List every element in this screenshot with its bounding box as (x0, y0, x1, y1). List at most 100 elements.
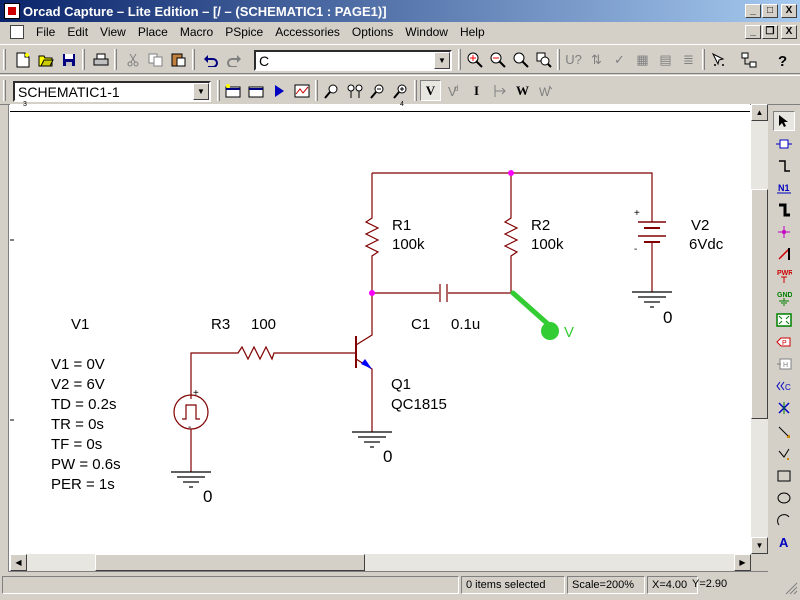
redo-icon[interactable] (223, 49, 244, 70)
schematic-canvas[interactable]: R1 100k R2 100k V2 6Vdc + - R3 100 C1 0.… (10, 112, 750, 554)
chevron-down-icon[interactable]: ▼ (193, 83, 209, 100)
v1-param[interactable]: V1 = 0V (51, 356, 105, 373)
v1-param[interactable]: V2 = 6V (51, 376, 105, 393)
place-bus-entry-icon[interactable] (773, 244, 795, 264)
netlist-icon[interactable]: ▦ (636, 52, 649, 67)
help-icon[interactable]: ? (772, 49, 793, 70)
r1-ref[interactable]: R1 (392, 217, 411, 234)
paste-icon[interactable] (168, 49, 189, 70)
v1-param[interactable]: TR = 0s (51, 416, 104, 433)
bom-icon[interactable]: ≣ (683, 52, 694, 67)
current-marker-button[interactable]: I (466, 80, 487, 101)
zoom-all-icon[interactable] (533, 49, 554, 70)
place-bus-icon[interactable] (773, 200, 795, 220)
vertical-scroll-thumb[interactable] (751, 189, 768, 419)
vertical-scrollbar[interactable]: ▲ ▼ (751, 104, 768, 554)
current-marker-icon[interactable] (367, 80, 388, 101)
place-power-icon[interactable]: PWR (773, 266, 795, 286)
menu-place[interactable]: Place (137, 25, 168, 39)
power-marker-icon[interactable] (390, 80, 411, 101)
schematic-combo-value[interactable]: SCHEMATIC1-1 (18, 83, 120, 100)
select-pointer-icon[interactable] (773, 111, 795, 131)
ground-label[interactable]: 0 (383, 447, 392, 466)
part-combo-value[interactable]: C (259, 52, 270, 69)
drc-icon[interactable]: ✓ (614, 52, 625, 67)
wire-v1-top[interactable] (190, 352, 232, 399)
place-off-page-connector-icon[interactable]: C (773, 376, 795, 396)
r1-body[interactable] (364, 212, 380, 262)
r2-value[interactable]: 100k (531, 236, 564, 253)
chevron-down-icon[interactable]: ▼ (434, 52, 450, 69)
r3-body[interactable] (232, 345, 280, 361)
place-ellipse-icon[interactable] (773, 488, 795, 508)
back-annotate-icon[interactable]: ⇅ (591, 52, 602, 67)
copy-icon[interactable] (145, 49, 166, 70)
q1-ref[interactable]: Q1 (391, 376, 411, 393)
place-text-icon[interactable]: A (773, 532, 795, 552)
place-arc-icon[interactable] (773, 510, 795, 530)
v1-param[interactable]: TF = 0s (51, 436, 102, 453)
app-icon[interactable] (4, 3, 20, 19)
view-results-icon[interactable] (291, 80, 312, 101)
print-icon[interactable] (90, 49, 111, 70)
project-manager-icon[interactable] (738, 49, 759, 70)
part-combo[interactable]: C ▼ (254, 50, 452, 71)
c1-ref[interactable]: C1 (411, 316, 430, 333)
menu-file[interactable]: File (36, 25, 56, 39)
voltage-probe-stem[interactable] (510, 290, 552, 328)
menu-accessories[interactable]: Accessories (275, 25, 340, 39)
v2-value[interactable]: 6Vdc (689, 236, 724, 253)
current-diff-marker-button[interactable] (489, 80, 510, 101)
v1-param[interactable]: TD = 0.2s (51, 396, 116, 413)
place-net-alias-icon[interactable]: N1 (773, 178, 795, 198)
r1-value[interactable]: 100k (392, 236, 425, 253)
place-part-icon[interactable] (773, 134, 795, 154)
document-icon[interactable] (10, 25, 24, 39)
place-rectangle-icon[interactable] (773, 466, 795, 486)
v1-param[interactable]: PER = 1s (51, 476, 115, 493)
menu-view[interactable]: View (100, 25, 126, 39)
r3-ref[interactable]: R3 (211, 316, 230, 333)
zoom-area-icon[interactable] (510, 49, 531, 70)
menu-help[interactable]: Help (459, 25, 485, 39)
q1-value[interactable]: QC1815 (391, 396, 447, 413)
snap-grid-icon[interactable] (708, 49, 729, 70)
place-hierarchical-port-icon[interactable]: P (773, 332, 795, 352)
scroll-up-button[interactable]: ▲ (751, 104, 768, 121)
minimize-button[interactable]: _ (745, 4, 761, 18)
ground-label[interactable]: 0 (203, 487, 212, 506)
v1-ref[interactable]: V1 (71, 316, 89, 333)
place-wire-icon[interactable] (773, 156, 795, 176)
scroll-down-button[interactable]: ▼ (751, 537, 768, 554)
new-icon[interactable] (12, 49, 33, 70)
run-icon[interactable] (268, 80, 289, 101)
place-junction-icon[interactable] (773, 222, 795, 242)
r2-body[interactable] (503, 212, 519, 262)
undo-icon[interactable] (200, 49, 221, 70)
r2-ref[interactable]: R2 (531, 217, 550, 234)
c1-value[interactable]: 0.1u (451, 316, 480, 333)
menu-edit[interactable]: Edit (67, 25, 89, 39)
menu-pspice[interactable]: PSpice (225, 25, 264, 39)
horizontal-scroll-thumb[interactable] (95, 554, 365, 571)
scroll-left-button[interactable]: ◀ (10, 554, 27, 571)
voltage-probe-marker[interactable] (541, 322, 559, 340)
menu-window[interactable]: Window (405, 25, 448, 39)
r3-value[interactable]: 100 (251, 316, 276, 333)
power-diff-marker-button[interactable]: W (535, 80, 556, 101)
voltage-marker-button[interactable]: V (420, 80, 441, 101)
zoom-in-icon[interactable] (464, 49, 485, 70)
v2-ref[interactable]: V2 (691, 217, 709, 234)
voltage-differential-marker-icon[interactable] (344, 80, 365, 101)
maximize-button[interactable]: □ (762, 4, 778, 18)
toolbar-grip[interactable] (3, 49, 6, 70)
power-marker-button[interactable]: W (512, 80, 533, 101)
wire-top-rail[interactable] (372, 172, 653, 200)
place-line-icon[interactable] (773, 422, 795, 442)
doc-minimize-button[interactable]: _ (745, 25, 761, 39)
schematic-combo[interactable]: SCHEMATIC1-1 ▼ (13, 81, 211, 102)
q1-emitter[interactable] (355, 358, 373, 432)
q1-collector[interactable] (355, 293, 373, 346)
annotate-icon[interactable]: U? (565, 52, 582, 67)
